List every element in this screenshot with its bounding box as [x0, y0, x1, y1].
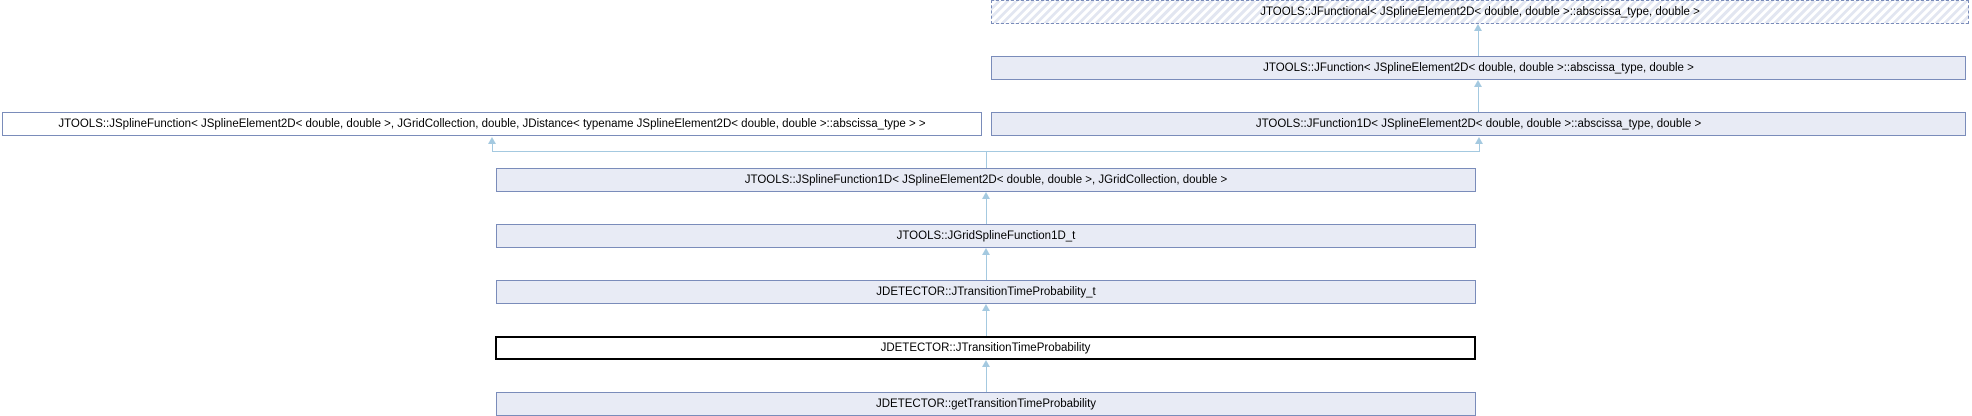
inheritance-edge-crossbar [492, 151, 1480, 152]
node-gettransitiontimeprobability[interactable]: JDETECTOR::getTransitionTimeProbability [496, 392, 1476, 416]
inheritance-edge-jttpt-jgridsplinefunction1dt [986, 255, 987, 280]
inheritance-edge-left-riser [492, 144, 493, 152]
inheritance-edge-jgridsplinefunction1dt-jsplinefunction1d [986, 199, 987, 224]
node-jfunction1d[interactable]: JTOOLS::JFunction1D< JSplineElement2D< d… [991, 112, 1966, 136]
inheritance-arrowhead-jfunction-jfunctional [1474, 24, 1482, 31]
inheritance-arrowhead-jttpt-jgridsplinefunction1dt [982, 248, 990, 255]
inheritance-arrowhead-jttp-jttpt [982, 304, 990, 311]
node-jtransitiontimeprobability-focus: JDETECTOR::JTransitionTimeProbability [495, 336, 1476, 360]
inheritance-arrowhead-jsplinefunction1d-jfunction1d [1475, 137, 1483, 144]
inheritance-edge-right-riser [1479, 144, 1480, 152]
node-jfunction[interactable]: JTOOLS::JFunction< JSplineElement2D< dou… [991, 56, 1966, 80]
node-jsplinefunction1d[interactable]: JTOOLS::JSplineFunction1D< JSplineElemen… [496, 168, 1476, 192]
node-jtransitiontimeprobability-t[interactable]: JDETECTOR::JTransitionTimeProbability_t [496, 280, 1476, 304]
inheritance-arrowhead-jgridsplinefunction1dt-jsplinefunction1d [982, 192, 990, 199]
inheritance-edge-jfunction1d-jfunction [1478, 87, 1479, 112]
inheritance-edge-jfunction-jfunctional [1478, 31, 1479, 56]
inheritance-arrowhead-jsplinefunction1d-jsplinefunction [488, 137, 496, 144]
inheritance-edge-getttp-jttp [986, 367, 987, 392]
inheritance-edge-center-stub [986, 152, 987, 168]
inheritance-edge-jttp-jttpt [986, 311, 987, 336]
node-jgridsplinefunction1d-t[interactable]: JTOOLS::JGridSplineFunction1D_t [496, 224, 1476, 248]
inheritance-arrowhead-jfunction1d-jfunction [1474, 80, 1482, 87]
node-jfunctional[interactable]: JTOOLS::JFunctional< JSplineElement2D< d… [991, 0, 1969, 24]
inheritance-arrowhead-getttp-jttp [982, 360, 990, 367]
node-jsplinefunction: JTOOLS::JSplineFunction< JSplineElement2… [2, 112, 982, 136]
